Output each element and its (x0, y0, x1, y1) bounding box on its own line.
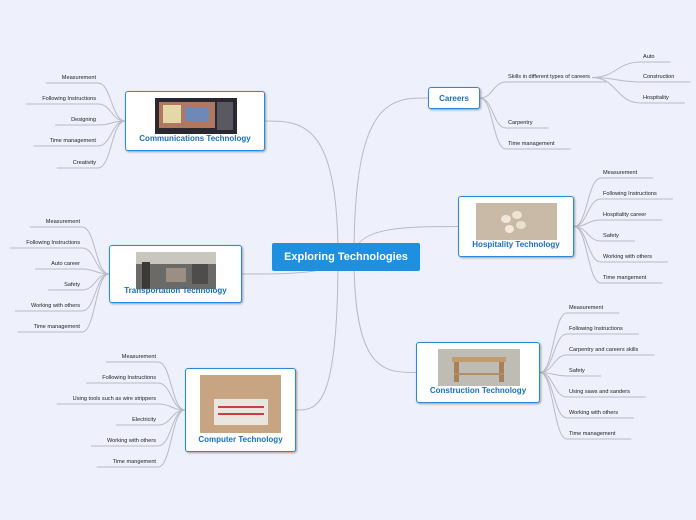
leaf-computer-item[interactable]: Measurement (121, 354, 156, 360)
leaf-computer-item[interactable]: Electricity (132, 417, 156, 423)
leaf-careers-skills[interactable]: Skills in different types of careers (508, 74, 590, 80)
leaf-branch-line (573, 226, 602, 284)
leaf-construction-item[interactable]: Measurement (569, 305, 604, 311)
leaf-branch-line (81, 247, 110, 275)
leaf-communications-item[interactable]: Time management (49, 138, 96, 144)
leaf-branch-line (157, 409, 186, 468)
leaf-transportation-item[interactable]: Safety (64, 282, 80, 288)
leaf-communications-item[interactable]: Creativity (72, 160, 96, 166)
leaf-branch-line (157, 361, 186, 411)
leaf-computer-item[interactable]: Using tools such as wire strippers (72, 396, 156, 402)
topic-communications-technology[interactable]: Communications Technology (125, 91, 265, 151)
leaf-hospitality-item[interactable]: Safety (603, 233, 619, 239)
leaf-branch-line (573, 177, 602, 227)
computer-screen-photo (155, 98, 237, 134)
leaf-communications-item[interactable]: Following Instructions (42, 96, 96, 102)
main-branch-line (353, 97, 429, 258)
leaf-construction-item[interactable]: Following Instructions (569, 326, 623, 332)
topic-transportation-technology[interactable]: Transportation Technology (109, 245, 242, 303)
leaf-hospitality-item[interactable]: Following Instructions (603, 191, 657, 197)
leaf-construction-item[interactable]: Using saws and sanders (569, 389, 630, 395)
leaf-construction-item[interactable]: Safety (569, 368, 585, 374)
leaf-branch-line (81, 273, 110, 312)
leaf-branch-line (539, 372, 568, 419)
leaf-hospitality-item[interactable]: Hospitality career (603, 212, 647, 218)
topic-construction-label: Construction Technology (429, 386, 527, 395)
leaf-construction-item[interactable]: Time management (569, 431, 616, 437)
leaf-hospitality-item[interactable]: Measurement (603, 170, 638, 176)
leaf-communications-item[interactable]: Designing (71, 117, 96, 123)
wooden-table-photo (438, 349, 520, 386)
leaf-transportation-item[interactable]: Time management (33, 324, 80, 330)
topic-careers-label: Careers (439, 93, 469, 103)
leaf-transportation-item[interactable]: Auto career (51, 261, 80, 267)
topic-computer-label: Computer Technology (198, 435, 283, 444)
main-branch-line (295, 256, 339, 411)
topic-hospitality-label: Hospitality Technology (472, 240, 560, 249)
leaf-communications-item[interactable]: Measurement (61, 75, 96, 81)
main-branch-line (353, 256, 417, 373)
topic-communications-label: Communications Technology (139, 134, 251, 143)
cookies-photo (476, 203, 557, 240)
leaf-skill-type[interactable]: Hospitality (643, 95, 669, 101)
workshop-photo (136, 252, 216, 289)
leaf-construction-item[interactable]: Carpentry and careers skills (569, 347, 639, 353)
topic-hospitality-technology[interactable]: Hospitality Technology (458, 196, 574, 257)
leaf-skill-type[interactable]: Construction (643, 74, 675, 80)
leaf-skill-type[interactable]: Auto (643, 54, 655, 60)
leaf-hospitality-item[interactable]: Working with others (603, 254, 653, 260)
leaf-branch-line (539, 372, 568, 440)
topic-construction-technology[interactable]: Construction Technology (416, 342, 540, 403)
leaf-branch-line (479, 97, 507, 150)
leaf-branch-line (81, 226, 110, 275)
leaf-careers-item[interactable]: Time management (508, 141, 555, 147)
leaf-careers-item[interactable]: Carpentry (508, 120, 533, 126)
leaf-hospitality-item[interactable]: Time mangement (603, 275, 647, 281)
leaf-branch-line (157, 382, 186, 411)
topic-computer-technology[interactable]: Computer Technology (185, 368, 296, 452)
leaf-construction-item[interactable]: Working with others (569, 410, 619, 416)
leaf-transportation-item[interactable]: Working with others (30, 303, 80, 309)
leaf-branch-line (539, 333, 568, 373)
leaf-branch-line (573, 198, 602, 227)
leaf-computer-item[interactable]: Time mangement (112, 459, 156, 465)
leaf-branch-line (591, 77, 642, 104)
leaf-computer-item[interactable]: Working with others (106, 438, 156, 444)
leaf-transportation-item[interactable]: Measurement (45, 219, 80, 225)
central-topic[interactable]: Exploring Technologies (272, 243, 420, 271)
leaf-branch-line (81, 273, 110, 333)
leaf-branch-line (97, 82, 126, 122)
leaf-branch-line (539, 354, 568, 373)
breadboard-photo (200, 375, 281, 433)
leaf-branch-line (479, 81, 507, 99)
leaf-branch-line (591, 61, 642, 78)
leaf-branch-line (97, 120, 126, 169)
topic-careers[interactable]: Careers (428, 87, 480, 109)
leaf-transportation-item[interactable]: Following Instructions (26, 240, 80, 246)
leaf-computer-item[interactable]: Following Instructions (102, 375, 156, 381)
topic-transportation-label: Transportation Technology (124, 286, 227, 295)
leaf-branch-line (97, 103, 126, 122)
main-branch-line (264, 120, 339, 258)
